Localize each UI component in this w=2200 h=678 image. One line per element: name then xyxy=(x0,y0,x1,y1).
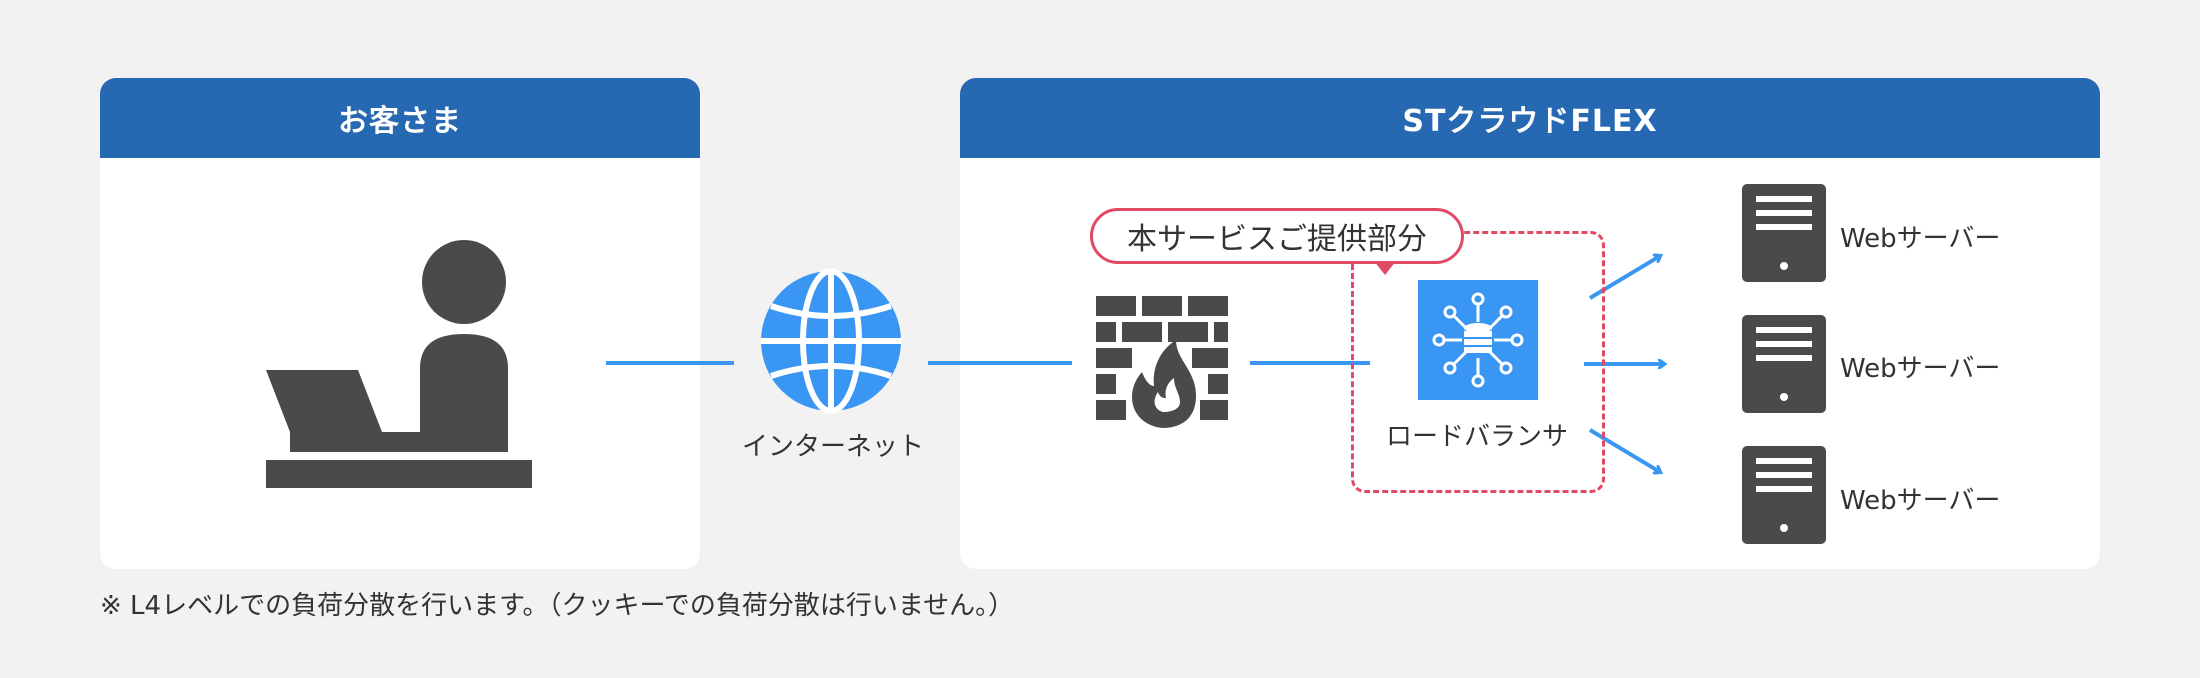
server-icon-3 xyxy=(1742,446,1826,544)
load-balancer-label: ロードバランサ xyxy=(1386,422,1569,452)
cloud-panel: STクラウドFLEX xyxy=(960,78,2100,569)
server-label-1: Webサーバー xyxy=(1840,224,2001,254)
server-label-2: Webサーバー xyxy=(1840,354,2001,384)
callout-pointer xyxy=(1374,261,1396,275)
footnote: ※ L4レベルでの負荷分散を行います。（クッキーでの負荷分散は行いません。） xyxy=(100,591,1015,621)
cloud-panel-title: STクラウドFLEX xyxy=(960,78,2100,158)
server-icon-2 xyxy=(1742,315,1826,413)
customer-panel-title: お客さま xyxy=(100,78,700,158)
globe-icon xyxy=(761,268,901,414)
arrow-to-server-1 xyxy=(1588,256,1660,300)
service-scope-callout: 本サービスご提供部分 xyxy=(1090,208,1464,264)
internet-label: インターネット xyxy=(742,432,925,462)
arrow-to-server-3 xyxy=(1588,428,1660,472)
server-label-3: Webサーバー xyxy=(1840,486,2001,516)
firewall-icon xyxy=(1096,296,1228,428)
service-scope-callout-label: 本サービスご提供部分 xyxy=(1127,222,1427,257)
service-scope-box xyxy=(1351,231,1605,493)
person-laptop-icon xyxy=(266,240,532,488)
server-icon-1 xyxy=(1742,184,1826,282)
load-balancer-icon xyxy=(1418,280,1538,400)
